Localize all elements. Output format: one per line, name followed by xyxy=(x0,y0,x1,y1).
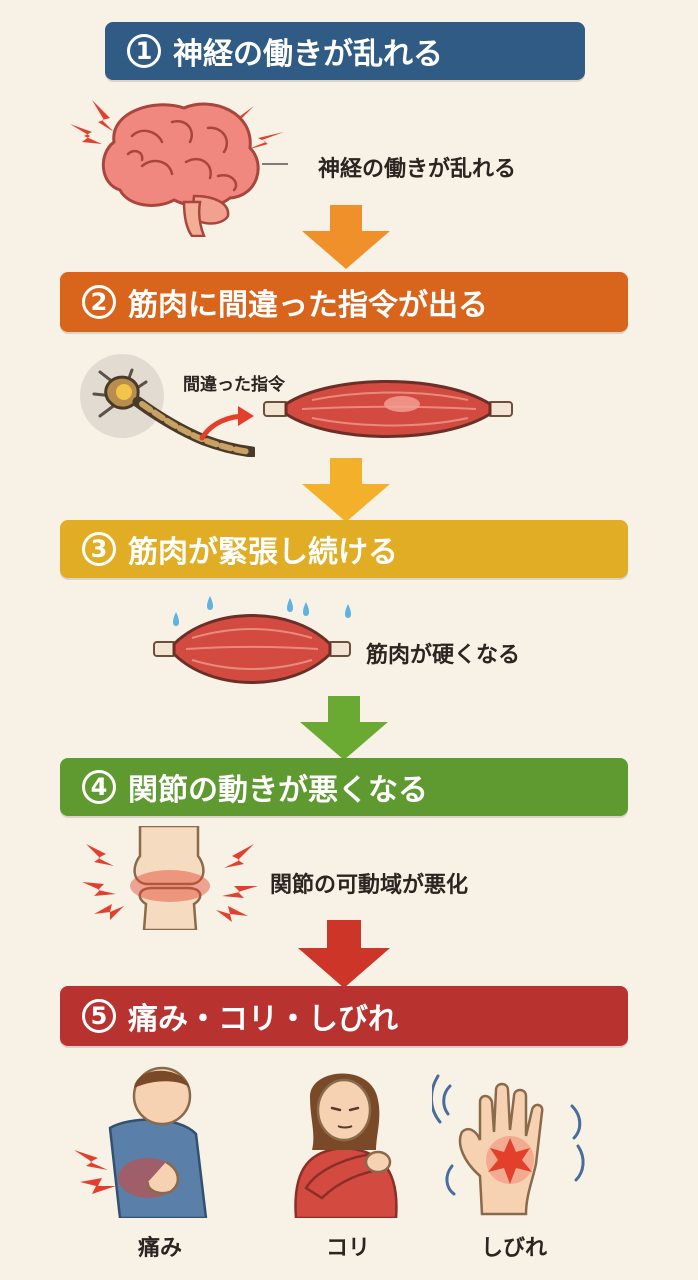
step-3-note: 筋肉が硬くなる xyxy=(366,643,521,668)
step-4-note: 関節の可動域が悪化 xyxy=(270,873,469,898)
tense-muscle-icon xyxy=(153,596,351,684)
step-5-header: 5 痛み・コリ・しびれ xyxy=(60,986,628,1046)
symptom-numbness-label: しびれ xyxy=(480,1236,547,1261)
muscle-icon xyxy=(263,380,513,438)
down-arrow-icon xyxy=(302,458,390,522)
step-3-header: 3 筋肉が緊張し続ける xyxy=(60,520,628,578)
symptom-pain-label: 痛み xyxy=(137,1236,182,1261)
back-pain-icon xyxy=(74,1066,208,1218)
step-4-header: 4 関節の動きが悪くなる xyxy=(60,758,628,816)
step-1-header: 1 神経の働きが乱れる xyxy=(105,22,585,80)
down-arrow-icon xyxy=(302,205,390,269)
step-5-title: 痛み・コリ・しびれ xyxy=(128,1002,398,1037)
step-2-note: 間違った指令 xyxy=(183,375,285,395)
step-3-number: 3 xyxy=(82,532,116,566)
symptom-stiffness-label: コリ xyxy=(325,1236,370,1261)
step-3-title: 筋肉が緊張し続ける xyxy=(128,535,398,570)
step-1-number: 1 xyxy=(127,34,161,68)
joint-icon xyxy=(82,826,258,930)
step-4-title: 関節の動きが悪くなる xyxy=(128,773,428,808)
step-2-number: 2 xyxy=(82,285,116,319)
step-5-number: 5 xyxy=(82,999,116,1033)
brain-icon xyxy=(70,100,288,237)
step-1-note: 神経の働きが乱れる xyxy=(318,157,517,182)
step-2-header: 2 筋肉に間違った指令が出る xyxy=(60,272,628,332)
nerve-signal-icon xyxy=(80,354,255,457)
step-4-number: 4 xyxy=(82,770,116,804)
step-1-title: 神経の働きが乱れる xyxy=(173,37,443,72)
step-2-title: 筋肉に間違った指令が出る xyxy=(128,288,488,323)
down-arrow-icon xyxy=(298,920,390,988)
stiff-shoulder-icon xyxy=(294,1073,398,1218)
numb-hand-icon xyxy=(432,1074,585,1216)
down-arrow-icon xyxy=(300,696,388,760)
